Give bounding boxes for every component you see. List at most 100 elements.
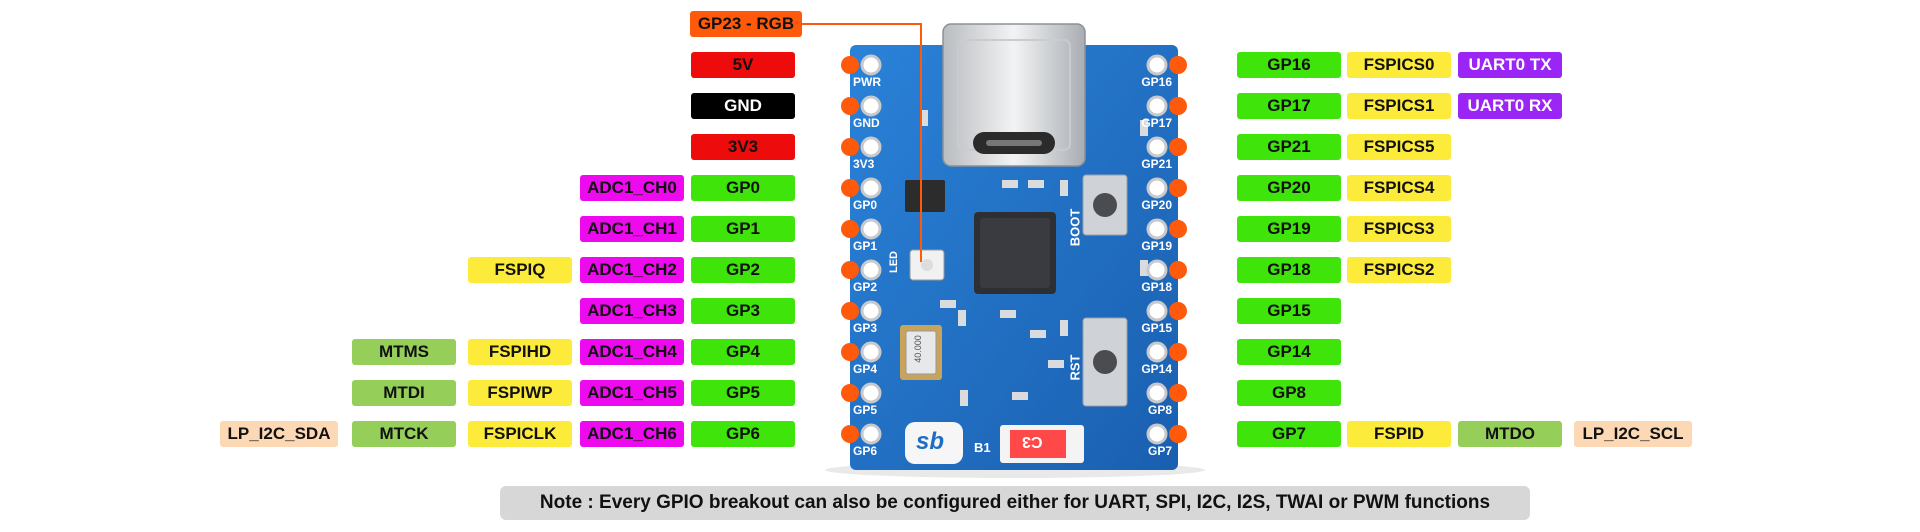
fspi-label: FSPICS0 — [1347, 52, 1451, 78]
gpio-label: GP18 — [1237, 257, 1341, 283]
pin-hole — [1146, 136, 1168, 158]
pin-hole — [860, 341, 882, 363]
jtag-label: MTDI — [352, 380, 456, 406]
pin-dot — [1169, 138, 1187, 156]
gpio-label: GP2 — [691, 257, 795, 283]
pin-dot — [1169, 179, 1187, 197]
fspi-label: FSPICS3 — [1347, 216, 1451, 242]
fspi-label: FSPIHD — [468, 339, 572, 365]
led-label: LED — [888, 251, 900, 273]
pin-hole — [860, 136, 882, 158]
pin-dot — [1169, 384, 1187, 402]
fspi-label: FSPIQ — [468, 257, 572, 283]
pin-hole — [1146, 423, 1168, 445]
pin-hole — [860, 382, 882, 404]
silk-label-left: 3V3 — [853, 157, 875, 171]
pin-dot — [841, 56, 859, 74]
gpio-label: GP4 — [691, 339, 795, 365]
fspi-label: FSPICLK — [468, 421, 572, 447]
pin-hole — [1146, 218, 1168, 240]
pin-hole — [860, 54, 882, 76]
pin-hole — [1146, 54, 1168, 76]
sb-logo-text: sb — [916, 428, 945, 455]
silk-label-right: GP15 — [1141, 321, 1172, 335]
pin-hole — [860, 218, 882, 240]
pin-dot — [841, 384, 859, 402]
adc-label: ADC1_CH2 — [580, 257, 684, 283]
silk-label-right: GP7 — [1148, 444, 1172, 458]
pin-dot — [841, 220, 859, 238]
gpio-label: GP5 — [691, 380, 795, 406]
adc-label: ADC1_CH3 — [580, 298, 684, 324]
pin-hole — [860, 300, 882, 322]
gpio-label: GP20 — [1237, 175, 1341, 201]
callout-line — [802, 23, 922, 262]
silk-label-right: GP17 — [1141, 116, 1172, 130]
jtag-label: MTCK — [352, 421, 456, 447]
silk-label-left: GP6 — [853, 444, 877, 458]
lp-i2c-label: LP_I2C_SDA — [220, 421, 338, 447]
pin-dot — [1169, 261, 1187, 279]
silk-label-right: GP16 — [1141, 75, 1172, 89]
silk-label-right: GP19 — [1141, 239, 1172, 253]
pin-dot — [1169, 56, 1187, 74]
rst-label: RST — [1067, 354, 1083, 381]
pin-hole — [1146, 382, 1168, 404]
pin-dot — [1169, 302, 1187, 320]
pin-dot — [1169, 220, 1187, 238]
pin-dot — [841, 302, 859, 320]
usb-c-connector — [942, 23, 1086, 167]
silk-label-left: GND — [853, 116, 880, 130]
power-3v3-label: 3V3 — [691, 134, 795, 160]
pin-dot — [841, 97, 859, 115]
power-5v-label: 5V — [691, 52, 795, 78]
power-gnd-label: GND — [691, 93, 795, 119]
uart-label: UART0 RX — [1458, 93, 1562, 119]
silk-label-left: PWR — [853, 75, 881, 89]
adc-label: ADC1_CH0 — [580, 175, 684, 201]
pin-hole — [860, 423, 882, 445]
gpio-label: GP7 — [1237, 421, 1341, 447]
silk-label-left: GP2 — [853, 280, 877, 294]
silk-label-left: GP4 — [853, 362, 877, 376]
pin-dot — [841, 425, 859, 443]
fspi-label: FSPIWP — [468, 380, 572, 406]
pin-hole — [1146, 95, 1168, 117]
gpio-label: GP19 — [1237, 216, 1341, 242]
silk-label-right: GP8 — [1148, 403, 1172, 417]
pin-hole — [1146, 259, 1168, 281]
gpio-label: GP1 — [691, 216, 795, 242]
silk-label-right: GP20 — [1141, 198, 1172, 212]
pin-dot — [841, 138, 859, 156]
gpio-label: GP21 — [1237, 134, 1341, 160]
pin-dot — [1169, 343, 1187, 361]
rgb-callout-label: GP23 - RGB — [690, 11, 802, 37]
pin-dot — [841, 261, 859, 279]
silk-label-right: GP14 — [1141, 362, 1172, 376]
adc-label: ADC1_CH5 — [580, 380, 684, 406]
c3-label: C3 — [1022, 433, 1043, 450]
crystal-label: 40.000 — [912, 335, 923, 363]
silk-label-left: GP0 — [853, 198, 877, 212]
fspi-label: FSPICS4 — [1347, 175, 1451, 201]
jtag-label: MTMS — [352, 339, 456, 365]
gpio-label: GP17 — [1237, 93, 1341, 119]
b1-label: B1 — [974, 440, 991, 455]
fspi-label: FSPICS5 — [1347, 134, 1451, 160]
silk-label-left: GP1 — [853, 239, 877, 253]
pin-dot — [1169, 97, 1187, 115]
gpio-label: GP14 — [1237, 339, 1341, 365]
pin-hole — [860, 95, 882, 117]
jtag-label: MTDO — [1458, 421, 1562, 447]
pin-hole — [860, 177, 882, 199]
boot-label: BOOT — [1067, 208, 1083, 247]
gpio-label: GP16 — [1237, 52, 1341, 78]
pin-dot — [1169, 425, 1187, 443]
sb-logo — [905, 422, 963, 464]
fspi-label: FSPID — [1347, 421, 1451, 447]
gpio-label: GP6 — [691, 421, 795, 447]
uart-label: UART0 TX — [1458, 52, 1562, 78]
silk-label-left: GP5 — [853, 403, 877, 417]
note-bar: Note : Every GPIO breakout can also be c… — [500, 486, 1530, 520]
